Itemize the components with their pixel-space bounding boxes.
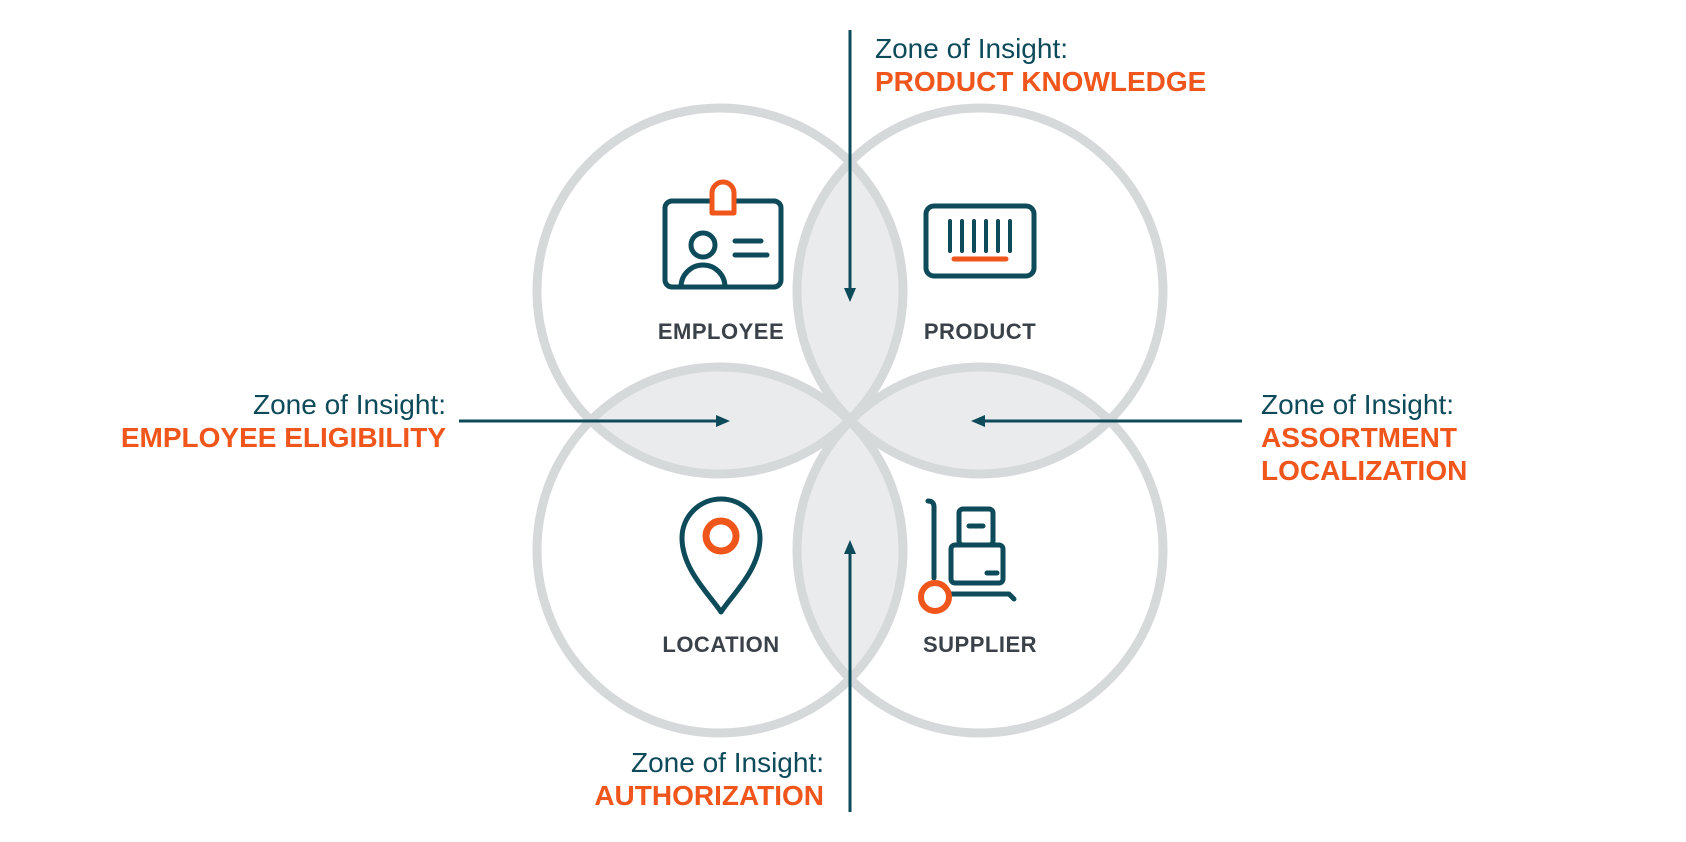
zone-left-name: EMPLOYEE ELIGIBILITY <box>120 422 446 454</box>
zone-label-right: Zone of Insight: ASSORTMENT LOCALIZATION <box>1261 388 1467 487</box>
supplier-circle <box>792 362 1168 738</box>
zone-left-prefix: Zone of Insight: <box>252 389 446 420</box>
supplier-label: SUPPLIER <box>923 632 1037 657</box>
zone-top-name: PRODUCT KNOWLEDGE <box>875 66 1207 98</box>
circle-outlines <box>532 103 1168 738</box>
zone-top-prefix: Zone of Insight: <box>875 33 1069 64</box>
product-circle <box>792 103 1168 479</box>
hand-truck-icon <box>918 498 1017 614</box>
product-label: PRODUCT <box>924 319 1036 344</box>
zone-right-name-line1: ASSORTMENT <box>1261 422 1457 454</box>
map-pin-icon <box>679 496 763 615</box>
location-label: LOCATION <box>662 632 779 657</box>
arrow-bottom <box>844 540 856 812</box>
zone-right-name-line2: LOCALIZATION <box>1261 455 1468 487</box>
zone-label-left: Zone of Insight: EMPLOYEE ELIGIBILITY <box>121 388 446 454</box>
employee-label: EMPLOYEE <box>658 319 784 344</box>
id-badge-icon <box>662 179 784 290</box>
zone-label-bottom: Zone of Insight: AUTHORIZATION <box>594 746 824 812</box>
arrow-top <box>844 30 856 302</box>
location-circle <box>532 362 908 738</box>
employee-circle <box>532 103 908 479</box>
zone-bottom-prefix: Zone of Insight: <box>630 747 824 778</box>
barcode-icon <box>923 203 1037 279</box>
zone-bottom-name: AUTHORIZATION <box>594 780 824 812</box>
arrows <box>459 30 1242 812</box>
zone-right-prefix: Zone of Insight: <box>1261 389 1455 420</box>
zone-label-top: Zone of Insight: PRODUCT KNOWLEDGE <box>875 32 1206 98</box>
arrow-right <box>971 415 1242 427</box>
arrow-left <box>459 415 730 427</box>
